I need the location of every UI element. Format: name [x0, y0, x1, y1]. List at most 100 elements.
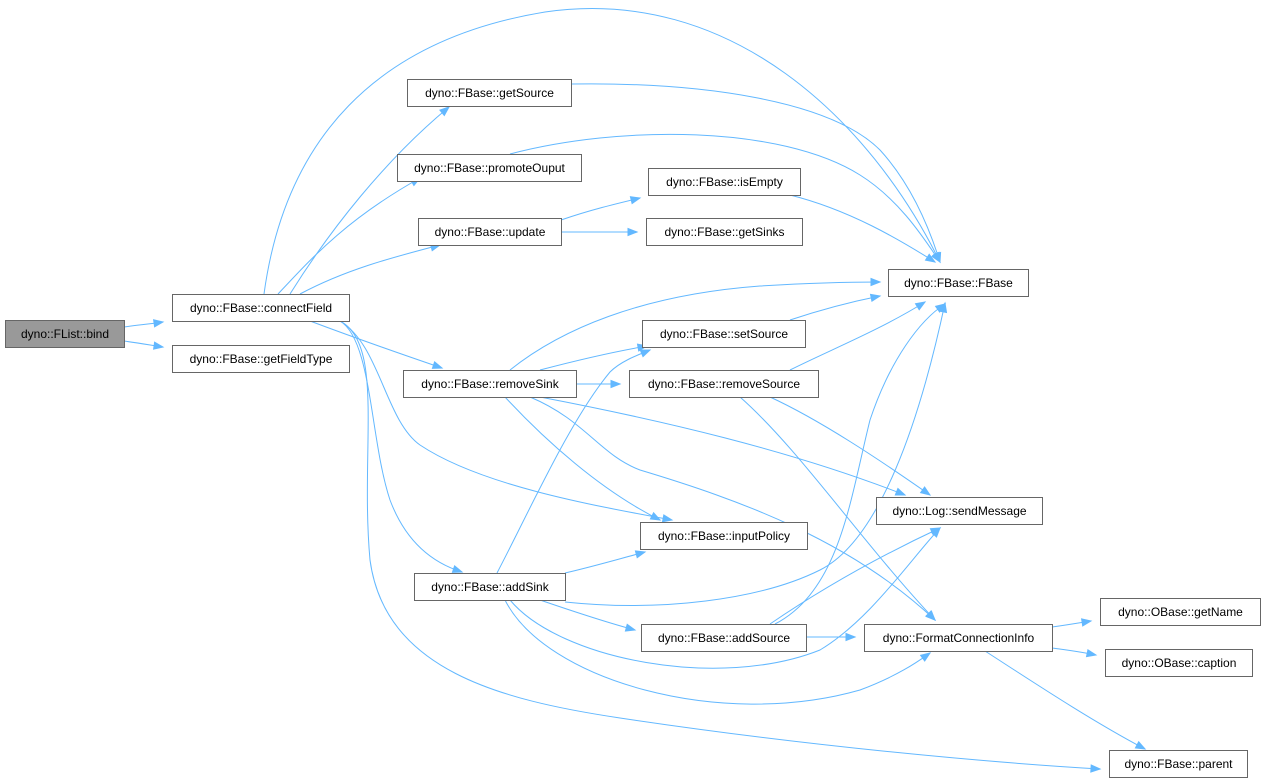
node-box[interactable] — [397, 154, 582, 182]
node-label: dyno::FBase::inputPolicy — [658, 529, 790, 543]
edge-arrowhead — [894, 487, 907, 496]
node-box[interactable] — [5, 320, 125, 348]
edge-removeSink-to-fbase_ctor — [509, 277, 882, 371]
node-getSinks[interactable]: dyno::FBase::getSinks — [646, 218, 803, 246]
node-box[interactable] — [418, 218, 562, 246]
edge-connectField-to-inputPolicy — [339, 320, 674, 523]
edge-addSink-to-inputPolicy — [564, 550, 647, 574]
edge-line — [289, 106, 450, 295]
node-inputPolicy[interactable]: dyno::FBase::inputPolicy — [640, 522, 808, 550]
node-box[interactable] — [414, 573, 566, 601]
node-update[interactable]: dyno::FBase::update — [418, 218, 562, 246]
node-box[interactable] — [403, 370, 577, 398]
node-box[interactable] — [864, 624, 1053, 652]
edge-connectField-to-fbase_ctor — [263, 8, 941, 295]
edge-removeSink-to-formatConn — [529, 396, 937, 621]
node-connectField[interactable]: dyno::FBase::connectField — [172, 294, 350, 322]
edge-arrowhead — [869, 293, 882, 303]
node-box[interactable] — [172, 294, 350, 322]
edge-arrowhead — [1134, 740, 1147, 750]
node-label: dyno::FBase::removeSource — [648, 377, 800, 391]
edge-line — [509, 133, 941, 263]
node-box[interactable] — [648, 168, 801, 196]
edge-removeSink-to-setSource — [539, 343, 649, 371]
node-label: dyno::FList::bind — [21, 327, 109, 341]
node-box[interactable] — [407, 79, 572, 107]
node-flist_bind[interactable]: dyno::FList::bind — [5, 320, 125, 348]
edge-arrowhead — [845, 632, 857, 642]
edge-addSink-to-fbase_ctor — [564, 301, 948, 606]
edge-removeSink-to-sendMessage — [539, 396, 907, 496]
edge-line — [539, 396, 906, 496]
node-label: dyno::FBase::setSource — [660, 327, 788, 341]
edge-arrowhead — [634, 550, 647, 559]
edge-addSource-to-fbase_ctor — [774, 303, 947, 625]
edge-connectField-to-getSource — [289, 106, 451, 295]
node-box[interactable] — [1109, 750, 1248, 778]
edge-connectField-to-parent — [339, 320, 1102, 773]
edge-line — [739, 396, 936, 621]
edge-line — [339, 320, 463, 573]
edge-connectField-to-promoteOuput — [277, 177, 422, 295]
edge-isEmpty-to-fbase_ctor — [789, 194, 937, 263]
edge-arrowhead — [934, 303, 947, 313]
edge-line — [789, 295, 881, 321]
node-promoteOuput[interactable]: dyno::FBase::promoteOuput — [397, 154, 582, 182]
edge-line — [774, 303, 946, 625]
node-label: dyno::FBase::addSource — [658, 631, 790, 645]
node-addSource[interactable]: dyno::FBase::addSource — [641, 624, 807, 652]
node-parent[interactable]: dyno::FBase::parent — [1109, 750, 1248, 778]
node-getSource[interactable]: dyno::FBase::getSource — [407, 79, 572, 107]
node-box[interactable] — [172, 345, 350, 373]
graph-edges — [123, 8, 1147, 773]
node-box[interactable] — [888, 269, 1029, 297]
node-sendMessage[interactable]: dyno::Log::sendMessage — [876, 497, 1043, 525]
edge-line — [509, 281, 881, 371]
edge-removeSource-to-fbase_ctor — [789, 301, 927, 371]
node-fbase_ctor[interactable]: dyno::FBase::FBase — [888, 269, 1029, 297]
node-box[interactable] — [640, 522, 808, 550]
node-box[interactable] — [646, 218, 803, 246]
node-box[interactable] — [641, 624, 807, 652]
edge-line — [339, 320, 1101, 770]
node-isEmpty[interactable]: dyno::FBase::isEmpty — [648, 168, 801, 196]
node-label: dyno::OBase::caption — [1122, 656, 1237, 670]
node-label: dyno::FBase::getFieldType — [190, 352, 333, 366]
edge-line — [504, 396, 661, 521]
edge-line — [984, 650, 1146, 750]
edge-removeSink-to-inputPolicy — [504, 396, 662, 521]
node-formatConn[interactable]: dyno::FormatConnectionInfo — [864, 624, 1053, 652]
node-label: dyno::OBase::getName — [1118, 605, 1243, 619]
node-box[interactable] — [876, 497, 1043, 525]
node-getName[interactable]: dyno::OBase::getName — [1100, 598, 1261, 626]
edge-arrowhead — [925, 610, 936, 622]
edge-promoteOuput-to-fbase_ctor — [509, 133, 941, 264]
edge-line — [560, 197, 641, 221]
node-removeSink[interactable]: dyno::FBase::removeSink — [403, 370, 577, 398]
edge-line — [496, 349, 651, 574]
edge-arrowhead — [931, 251, 941, 264]
node-addSink[interactable]: dyno::FBase::addSink — [414, 573, 566, 601]
node-getFieldType[interactable]: dyno::FBase::getFieldType — [172, 345, 350, 373]
edge-line — [509, 527, 941, 669]
node-box[interactable] — [642, 320, 806, 348]
node-label: dyno::FBase::addSink — [431, 580, 549, 594]
edge-connectField-to-removeSink — [309, 320, 444, 369]
edge-arrowhead — [639, 349, 652, 358]
edge-line — [564, 551, 646, 574]
edge-arrowhead — [1090, 764, 1102, 773]
node-box[interactable] — [1100, 598, 1261, 626]
node-removeSource[interactable]: dyno::FBase::removeSource — [629, 370, 819, 398]
node-box[interactable] — [1105, 649, 1253, 677]
edge-flist_bind-to-connectField — [123, 319, 165, 328]
edge-arrowhead — [627, 227, 639, 237]
edge-addSink-to-addSource — [539, 599, 637, 632]
edge-line — [339, 320, 673, 521]
edge-arrowhead — [153, 341, 165, 350]
node-box[interactable] — [629, 370, 819, 398]
edge-line — [277, 177, 421, 295]
node-caption[interactable]: dyno::OBase::caption — [1105, 649, 1253, 677]
edge-formatConn-to-parent — [984, 650, 1147, 750]
node-setSource[interactable]: dyno::FBase::setSource — [642, 320, 806, 348]
